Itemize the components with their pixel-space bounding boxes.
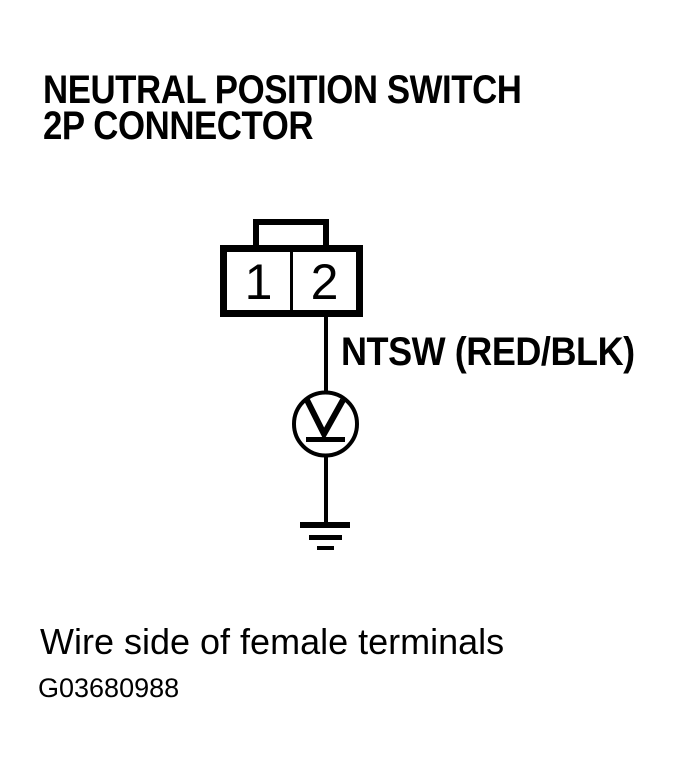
- title-line-2: 2P CONNECTOR: [43, 104, 314, 148]
- wire-label: NTSW (RED/BLK): [341, 330, 635, 374]
- earth-ground-bar-2: [309, 535, 342, 540]
- earth-ground-icon: [300, 522, 350, 528]
- terminal-cell-2: 2: [293, 252, 356, 310]
- terminal-number-2: 2: [310, 254, 339, 310]
- title-line-1: NEUTRAL POSITION SWITCH: [43, 68, 522, 112]
- circled-v-underline-icon: [292, 390, 359, 458]
- wire-to-ground: [324, 455, 328, 524]
- figure-id: G03680988: [38, 673, 180, 703]
- diagram-title: NEUTRAL POSITION SWITCH 2P CONNECTOR: [43, 68, 522, 148]
- connector-tab: [253, 219, 329, 249]
- caption: Wire side of female terminals: [40, 621, 505, 662]
- terminal-number-1: 1: [244, 254, 273, 310]
- earth-ground-bar-3: [317, 546, 334, 550]
- terminal-cell-1: 1: [227, 252, 290, 310]
- terminal-divider: [290, 252, 293, 310]
- wire-from-terminal-2: [324, 315, 328, 393]
- connector-body: 1 2: [220, 245, 363, 317]
